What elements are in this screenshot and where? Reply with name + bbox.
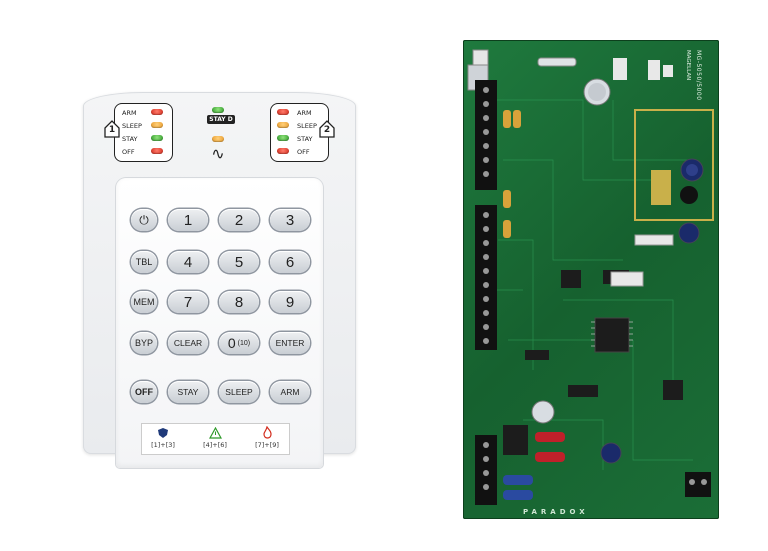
fire-panic-keys: [7]+[9] bbox=[255, 441, 279, 449]
board-model-label: MG-5050/5000 bbox=[695, 50, 702, 101]
zone-1-stay-led bbox=[151, 135, 163, 141]
fire-panic-icon bbox=[263, 426, 272, 439]
stay-d-badge: STAY D bbox=[207, 115, 235, 124]
zone-1-arm-label: ARM bbox=[122, 108, 137, 117]
off-button[interactable]: OFF bbox=[131, 381, 157, 403]
enter-button[interactable]: ENTER bbox=[270, 332, 310, 354]
power-button[interactable]: ⏻ bbox=[131, 209, 157, 231]
police-panic-icon bbox=[158, 428, 168, 438]
zone-1-sleep-led bbox=[151, 122, 163, 128]
zone-2-sleep-label: SLEEP bbox=[297, 121, 317, 130]
byp-button[interactable]: BYP bbox=[131, 332, 157, 354]
zone-1-indicator: ARM SLEEP STAY OFF bbox=[114, 103, 173, 162]
key-0-label: 0 bbox=[227, 335, 236, 351]
ac-led bbox=[212, 136, 224, 142]
sleep-button[interactable]: SLEEP bbox=[219, 381, 259, 403]
key-7-button[interactable]: 7 bbox=[168, 291, 208, 313]
zone-2-arm-led bbox=[277, 109, 289, 115]
key-3-button[interactable]: 3 bbox=[270, 209, 310, 231]
key-4-button[interactable]: 4 bbox=[168, 251, 208, 273]
zone-1-off-led bbox=[151, 148, 163, 154]
zone-2-stay-label: STAY bbox=[297, 134, 313, 143]
key-9-button[interactable]: 9 bbox=[270, 291, 310, 313]
key-8-button[interactable]: 8 bbox=[219, 291, 259, 313]
tbl-button[interactable]: TBL bbox=[131, 251, 157, 273]
key-1-button[interactable]: 1 bbox=[168, 209, 208, 231]
board-brand-label: MAGELLAN bbox=[685, 50, 691, 81]
zone-1-number: 1 bbox=[108, 125, 116, 135]
zone-2-off-led bbox=[277, 148, 289, 154]
zone-1-arm-led bbox=[151, 109, 163, 115]
zone-1-stay-label: STAY bbox=[122, 134, 138, 143]
ready-led bbox=[212, 107, 224, 113]
key-5-button[interactable]: 5 bbox=[219, 251, 259, 273]
zone-2-arm-label: ARM bbox=[297, 108, 312, 117]
zone-2-sleep-led bbox=[277, 122, 289, 128]
arm-button[interactable]: ARM bbox=[270, 381, 310, 403]
key-0-sub-label: (10) bbox=[237, 339, 251, 347]
zone-2-number: 2 bbox=[323, 125, 331, 135]
zone-1-off-label: OFF bbox=[122, 147, 135, 156]
zone-2-indicator: ARM SLEEP STAY OFF bbox=[270, 103, 329, 162]
alarm-keypad: ARM SLEEP STAY OFF 1 ARM SLEEP STAY OFF … bbox=[83, 92, 356, 468]
pcb-components bbox=[467, 49, 714, 505]
key-2-button[interactable]: 2 bbox=[219, 209, 259, 231]
medical-panic-icon bbox=[209, 427, 222, 439]
panic-legend: [1]+[3] [4]+[6] [7]+[9] bbox=[141, 423, 290, 455]
board-maker-label: PARADOX bbox=[523, 508, 589, 516]
mem-button[interactable]: MEM bbox=[131, 291, 157, 313]
medical-panic-keys: [4]+[6] bbox=[203, 441, 227, 449]
zone-1-sleep-label: SLEEP bbox=[122, 121, 142, 130]
stay-button[interactable]: STAY bbox=[168, 381, 208, 403]
control-panel-board: MG-5050/5000 MAGELLAN PARADOX bbox=[463, 40, 719, 519]
zone-2-stay-led bbox=[277, 135, 289, 141]
zone-1-house-icon: 1 bbox=[104, 120, 120, 138]
key-6-button[interactable]: 6 bbox=[270, 251, 310, 273]
zone-2-off-label: OFF bbox=[297, 147, 310, 156]
police-panic-keys: [1]+[3] bbox=[151, 441, 175, 449]
key-0-button[interactable]: 0(10) bbox=[219, 332, 259, 354]
ac-power-icon: ∿ bbox=[211, 144, 225, 163]
zone-2-house-icon: 2 bbox=[319, 120, 335, 138]
power-icon: ⏻ bbox=[139, 212, 149, 227]
clear-button[interactable]: CLEAR bbox=[168, 332, 208, 354]
